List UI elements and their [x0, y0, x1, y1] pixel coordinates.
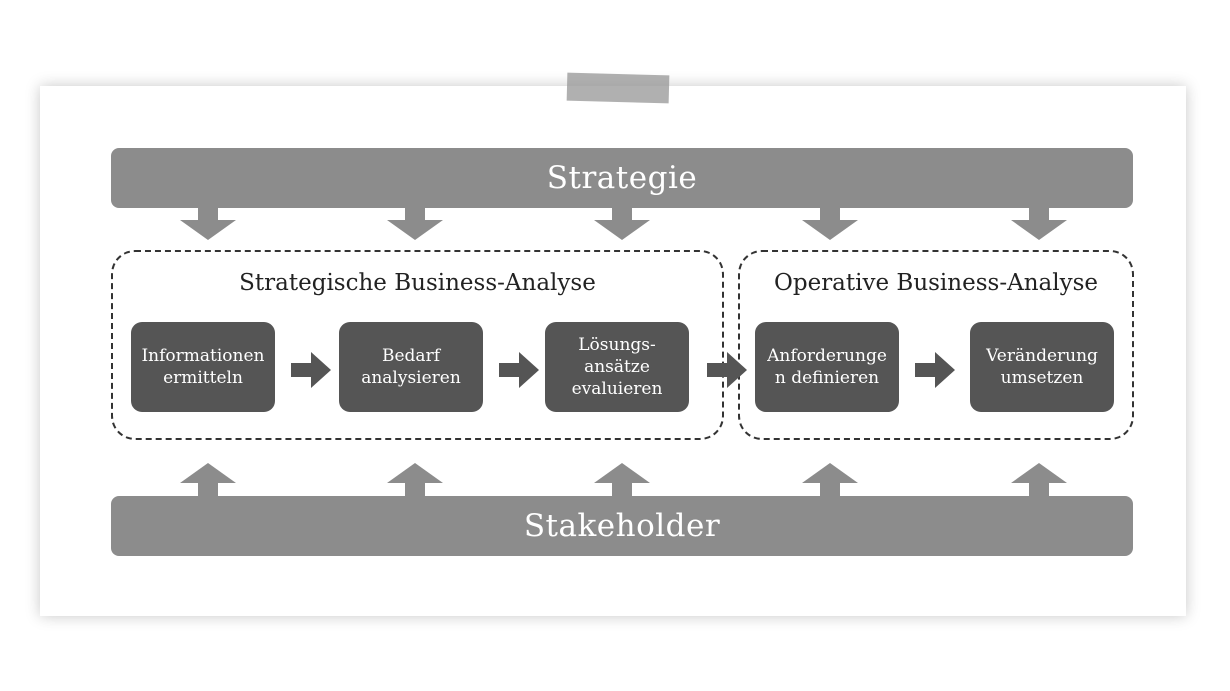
group-title-operativ: Operative Business-Analyse	[774, 270, 1098, 296]
group-strategische-business-analyse: Strategische Business-Analyse	[111, 250, 724, 440]
up-arrow-4	[802, 463, 858, 497]
down-arrow-5	[1011, 206, 1067, 240]
down-arrow-2	[387, 206, 443, 240]
step-bedarf-analysieren: Bedarf analysieren	[339, 322, 483, 412]
up-arrow-5	[1011, 463, 1067, 497]
stakeholder-label: Stakeholder	[523, 508, 721, 544]
right-arrow-3	[707, 352, 747, 388]
step-informationen-ermitteln: Informationen ermitteln	[131, 322, 275, 412]
group-operative-business-analyse: Operative Business-Analyse	[738, 250, 1134, 440]
step-label: Veränderung umsetzen	[986, 346, 1098, 388]
down-arrow-4	[802, 206, 858, 240]
step-loesungsansaetze-evaluieren: Lösungs-ansätze evaluieren	[545, 322, 689, 412]
strategie-label: Strategie	[546, 160, 698, 196]
step-label: Lösungs-ansätze evaluieren	[571, 335, 663, 399]
step-veraenderung-umsetzen: Veränderung umsetzen	[970, 322, 1114, 412]
right-arrow-1	[291, 352, 331, 388]
up-arrow-1	[180, 463, 236, 497]
up-arrow-3	[594, 463, 650, 497]
tape-strip	[566, 72, 670, 104]
right-arrow-4	[915, 352, 955, 388]
group-title-strategisch: Strategische Business-Analyse	[239, 270, 596, 296]
stakeholder-bar: Stakeholder	[111, 496, 1133, 556]
step-label: Anforderunge n definieren	[767, 346, 887, 388]
strategie-bar: Strategie	[111, 148, 1133, 208]
right-arrow-2	[499, 352, 539, 388]
up-arrow-2	[387, 463, 443, 497]
step-label: Informationen ermitteln	[141, 346, 265, 388]
down-arrow-1	[180, 206, 236, 240]
step-label: Bedarf analysieren	[361, 346, 461, 388]
down-arrow-3	[594, 206, 650, 240]
step-anforderungen-definieren: Anforderunge n definieren	[755, 322, 899, 412]
